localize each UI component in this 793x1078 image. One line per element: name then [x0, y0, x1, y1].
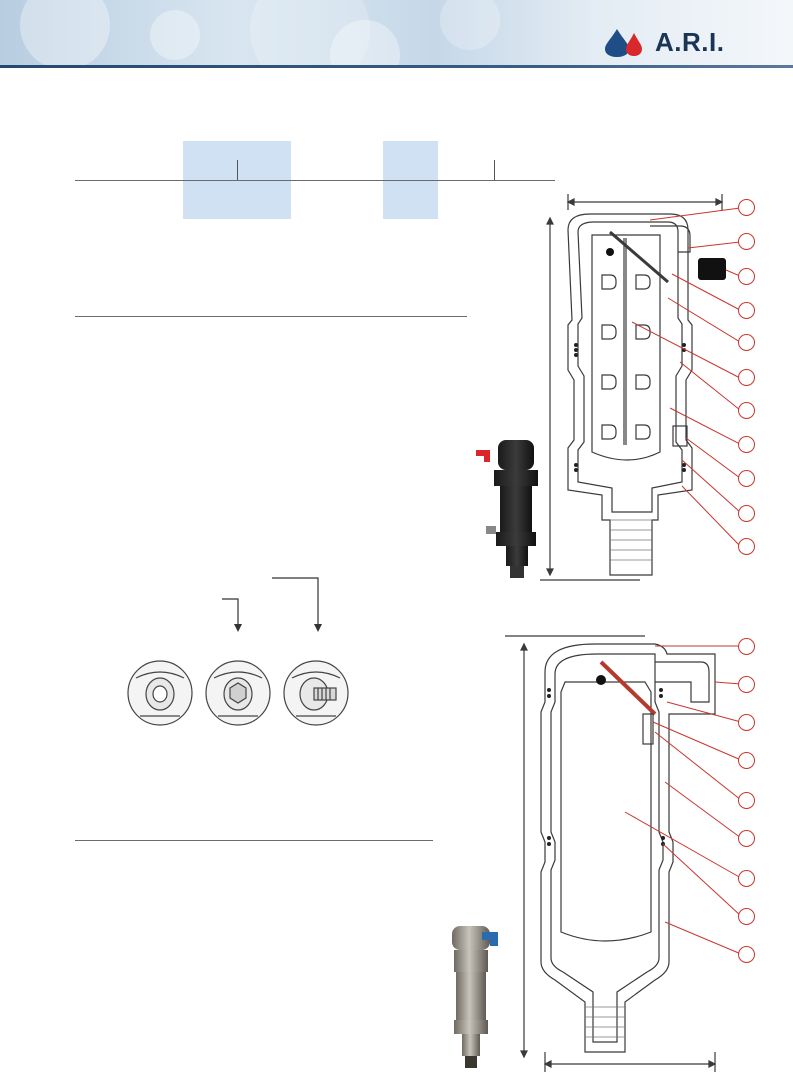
table-tick — [494, 160, 495, 180]
brand-name: A.R.I. — [655, 26, 725, 57]
callout-marker — [738, 676, 755, 693]
steel-valve-product-photo — [452, 926, 498, 1068]
bokeh-decoration — [250, 0, 370, 68]
callout-marker — [738, 470, 755, 487]
strainer-plug — [698, 258, 726, 280]
callout-marker — [738, 908, 755, 925]
black-valve-product-photo — [476, 440, 538, 578]
callout-marker — [738, 199, 755, 216]
bokeh-decoration — [20, 0, 110, 68]
bokeh-decoration — [330, 20, 400, 68]
callout-marker — [738, 505, 755, 522]
callout-marker — [738, 946, 755, 963]
callout-marker — [738, 752, 755, 769]
callout-marker — [738, 830, 755, 847]
bokeh-decoration — [150, 10, 200, 60]
connection-options-illustrations — [127, 660, 349, 726]
table-rule — [75, 180, 555, 181]
upper-valve-cross-section — [540, 194, 740, 581]
callout-marker — [738, 714, 755, 731]
callout-marker — [738, 436, 755, 453]
section-rule — [75, 840, 433, 841]
callout-marker — [738, 638, 755, 655]
option-pointer-arrows — [222, 577, 322, 632]
callout-marker — [738, 302, 755, 319]
lower-valve-cross-section — [505, 635, 742, 1072]
callout-marker — [738, 402, 755, 419]
callout-marker — [738, 538, 755, 555]
table-tick — [237, 160, 238, 180]
header-divider — [0, 65, 793, 68]
brand-logo[interactable]: A.R.I. — [603, 26, 724, 58]
callout-marker — [738, 268, 755, 285]
callout-marker — [738, 870, 755, 887]
callout-marker — [738, 792, 755, 809]
bokeh-decoration — [440, 0, 500, 50]
section-rule — [75, 316, 467, 317]
callout-marker — [738, 233, 755, 250]
callout-marker — [738, 334, 755, 351]
header-banner: A.R.I. — [0, 0, 793, 68]
callout-marker — [738, 369, 755, 386]
water-drops-logo-icon — [605, 29, 642, 57]
